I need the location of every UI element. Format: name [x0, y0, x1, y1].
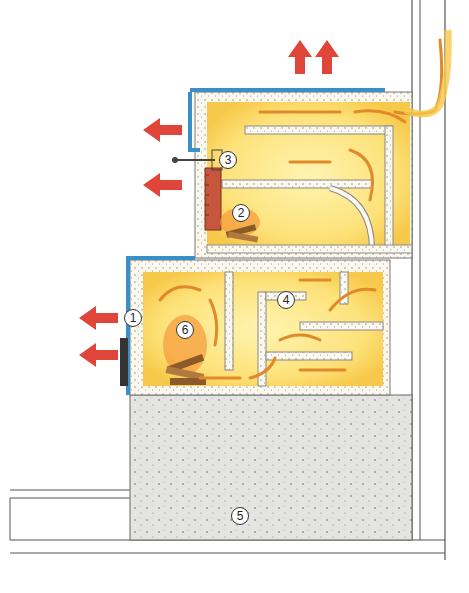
flue-gas — [405, 30, 448, 114]
callout-number: 4 — [277, 291, 295, 309]
heat-arrows — [79, 40, 339, 367]
callout-number: 6 — [176, 321, 194, 339]
upper-stove — [172, 90, 412, 258]
callout-number: 1 — [124, 309, 142, 327]
lower-stove — [120, 258, 390, 395]
callout-number: 2 — [232, 204, 250, 222]
callout-number: 3 — [219, 151, 237, 169]
callout-number: 5 — [231, 507, 249, 525]
fire — [163, 208, 260, 385]
foundation — [130, 395, 412, 540]
flow-arrows — [160, 40, 442, 378]
